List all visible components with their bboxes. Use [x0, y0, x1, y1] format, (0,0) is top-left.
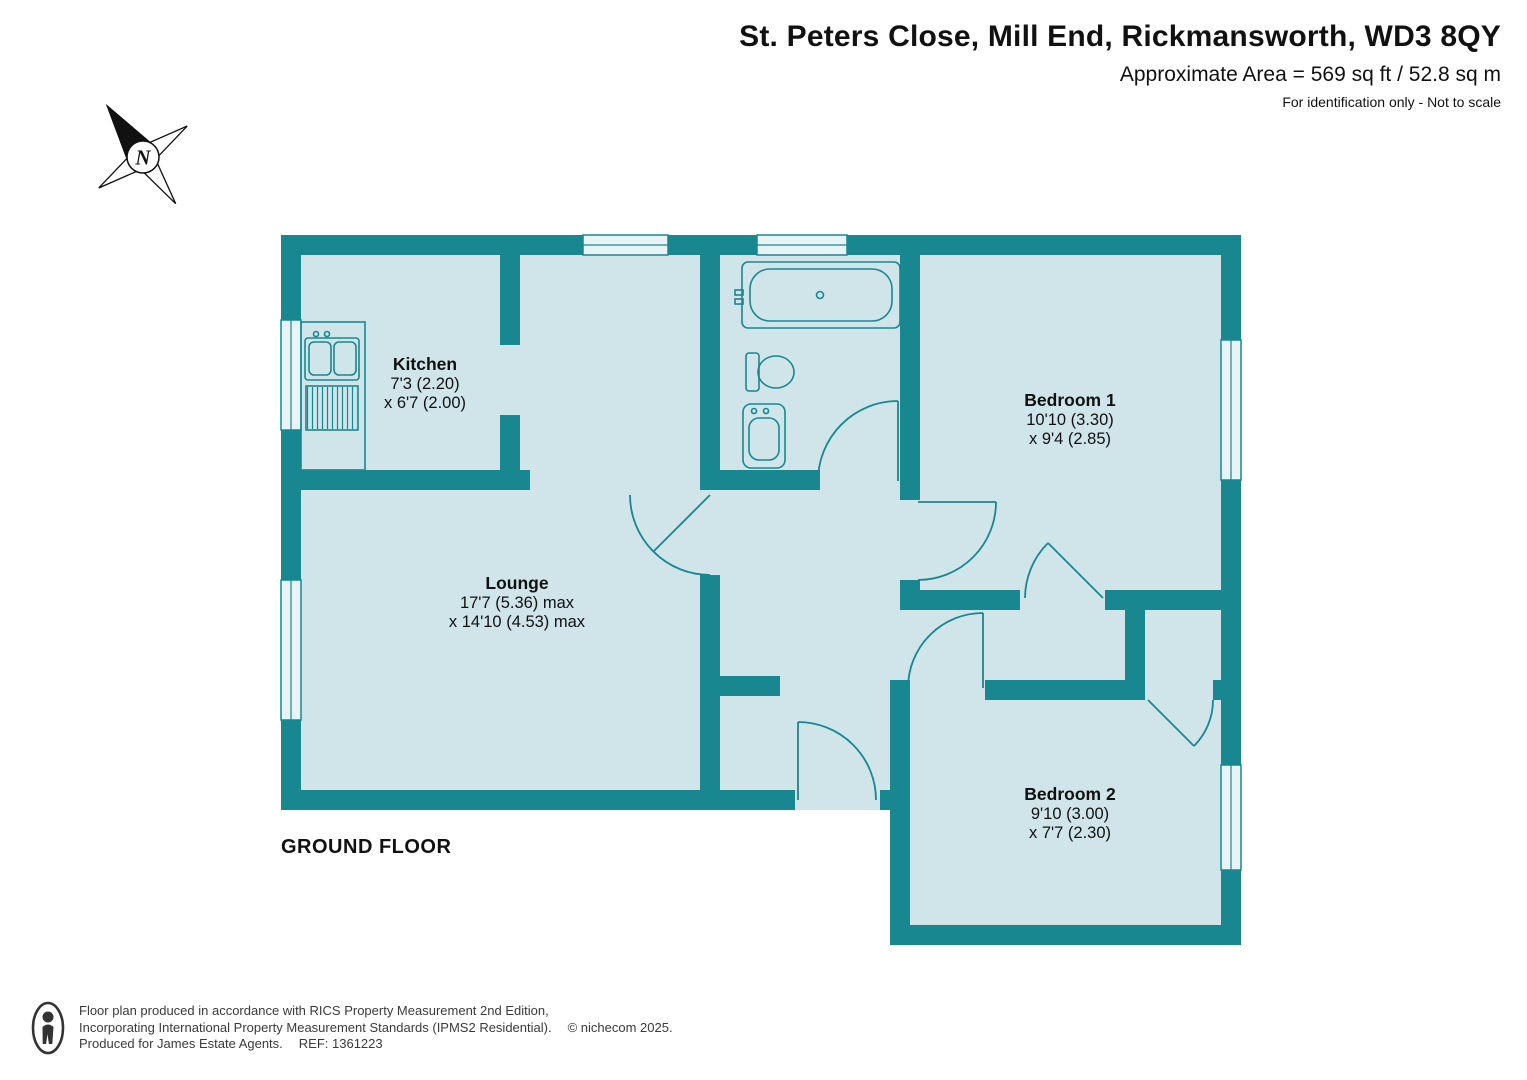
kitchen-drainer-icon	[305, 385, 359, 431]
footer-line1: Floor plan produced in accordance with R…	[79, 1003, 549, 1019]
kitchen-dim2: x 6'7 (2.00)	[384, 394, 466, 412]
kitchen-sink-icon	[304, 330, 360, 381]
bathroom-fixtures	[734, 261, 901, 469]
bathroom-door-icon	[817, 400, 899, 482]
page-title: St. Peters Close, Mill End, Rickmanswort…	[739, 20, 1501, 53]
bedroom1-dim1: 10'10 (3.30)	[1026, 411, 1114, 429]
doors	[629, 400, 1214, 801]
disclaimer-text: For identification only - Not to scale	[1282, 94, 1501, 110]
copyright-text: © nichecom 2025.	[567, 1019, 673, 1035]
walls	[281, 235, 1241, 945]
approximate-area-text: Approximate Area = 569 sq ft / 52.8 sq m	[1119, 63, 1501, 86]
compass-icon: N	[98, 103, 188, 205]
footer-line3: Produced for James Estate Agents. REF: 13…	[79, 1036, 673, 1053]
bedroom1-wardrobe-door-icon	[1024, 542, 1104, 599]
window-icon	[1220, 339, 1242, 481]
kitchen-name: Kitchen	[393, 354, 457, 374]
window-icon	[582, 234, 669, 256]
lounge-door-icon	[629, 494, 711, 576]
reference-number: REF: 1361223	[298, 1036, 383, 1052]
person-logo-icon	[31, 1001, 65, 1055]
bedroom1-dim2: x 9'4 (2.85)	[1029, 430, 1111, 448]
bedroom2-dim1: 9'10 (3.00)	[1031, 805, 1109, 823]
bedroom2-dim2: x 7'7 (2.30)	[1029, 824, 1111, 842]
bedroom2-door-icon	[907, 612, 984, 689]
kitchen-label: Kitchen 7'3 (2.20) x 6'7 (2.00)	[384, 354, 466, 412]
floor-area	[281, 235, 1241, 945]
windows	[280, 234, 1242, 871]
bedroom1-label: Bedroom 1 10'10 (3.30) x 9'4 (2.85)	[1024, 390, 1116, 448]
kitchen-fixtures	[300, 321, 366, 471]
front-door-icon	[797, 721, 877, 801]
compass-north-label: N	[134, 146, 151, 170]
lounge-label: Lounge 17'7 (5.36) max x 14'10 (4.53) ma…	[449, 573, 586, 631]
bedroom1-door-icon	[917, 501, 997, 581]
window-icon	[280, 319, 302, 431]
window-icon	[1220, 764, 1242, 871]
basin-icon	[742, 403, 786, 469]
window-icon	[280, 579, 302, 721]
produced-for-text: Produced for James Estate Agents.	[79, 1036, 283, 1052]
header: St. Peters Close, Mill End, Rickmanswort…	[739, 20, 1501, 110]
lounge-dim1: 17'7 (5.36) max	[460, 594, 575, 612]
bathtub-icon	[734, 261, 901, 329]
footer-ipms-text: Incorporating International Property Mea…	[79, 1019, 552, 1035]
footer: Floor plan produced in accordance with R…	[30, 1000, 673, 1056]
footer-line2: Incorporating International Property Mea…	[79, 1020, 673, 1037]
toilet-icon	[745, 352, 795, 392]
bedroom1-name: Bedroom 1	[1024, 390, 1116, 410]
lounge-name: Lounge	[485, 573, 548, 593]
bedroom2-cupboard-door-icon	[1147, 699, 1214, 747]
bedroom2-label: Bedroom 2 9'10 (3.00) x 7'7 (2.30)	[1024, 784, 1116, 842]
kitchen-counter	[300, 321, 366, 471]
ground-floor-label: GROUND FLOOR	[281, 836, 451, 858]
kitchen-dim1: 7'3 (2.20)	[390, 375, 459, 393]
window-icon	[756, 234, 848, 256]
lounge-dim2: x 14'10 (4.53) max	[449, 613, 586, 631]
bedroom2-name: Bedroom 2	[1024, 784, 1116, 804]
